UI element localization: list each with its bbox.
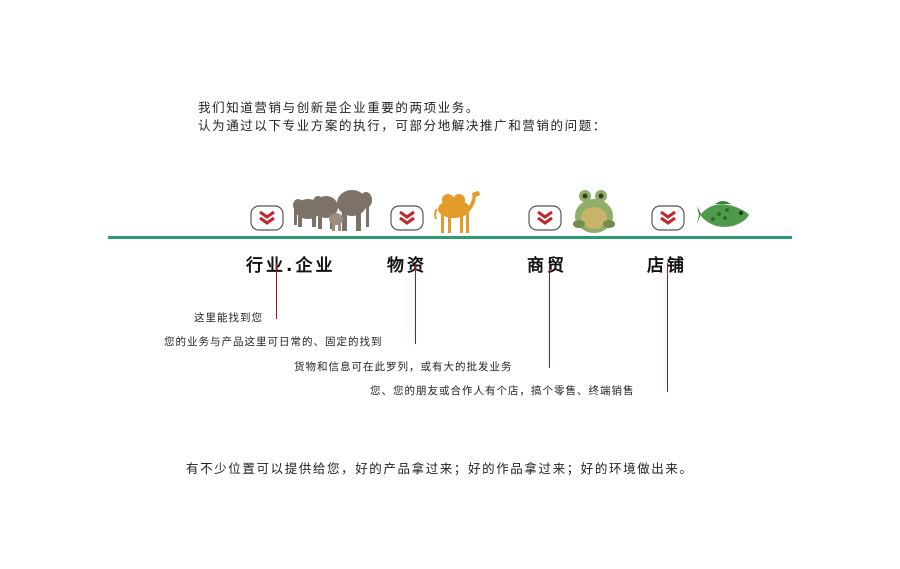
camel-icon — [434, 191, 480, 233]
category-description: 这里能找到您 — [194, 312, 263, 324]
category-label: 物资 — [387, 256, 427, 276]
connector-line — [549, 263, 550, 368]
connector-line — [415, 263, 416, 344]
connector-line — [667, 263, 668, 392]
fish-icon — [697, 201, 749, 227]
intro-line-1: 我们知道营销与创新是企业重要的两项业务。 — [198, 100, 481, 115]
category-label: 店铺 — [647, 256, 687, 276]
intro-line-2: 认为通过以下专业方案的执行，可部分地解决推广和营销的问题： — [198, 118, 607, 133]
category-description: 您、您的朋友或合作人有个店，搞个零售、终端销售 — [370, 385, 635, 397]
footer-text: 有不少位置可以提供给您，好的产品拿过来；好的作品拿过来；好的环境做出来。 — [186, 461, 694, 476]
category-description: 您的业务与产品这里可日常的、固定的找到 — [164, 336, 383, 348]
category-description: 货物和信息可在此罗列，或有大的批发业务 — [294, 361, 513, 373]
category-label: 行业.企业 — [246, 256, 336, 276]
category-label: 商贸 — [527, 256, 567, 276]
timeline-line — [108, 236, 792, 239]
frog-icon — [573, 190, 615, 233]
chevron-down-icon — [528, 205, 562, 231]
chevron-down-icon — [651, 205, 685, 231]
elephants-icon — [293, 190, 372, 231]
chevron-down-icon — [390, 205, 424, 231]
connector-line — [276, 263, 277, 319]
chevron-down-icon — [250, 205, 284, 231]
